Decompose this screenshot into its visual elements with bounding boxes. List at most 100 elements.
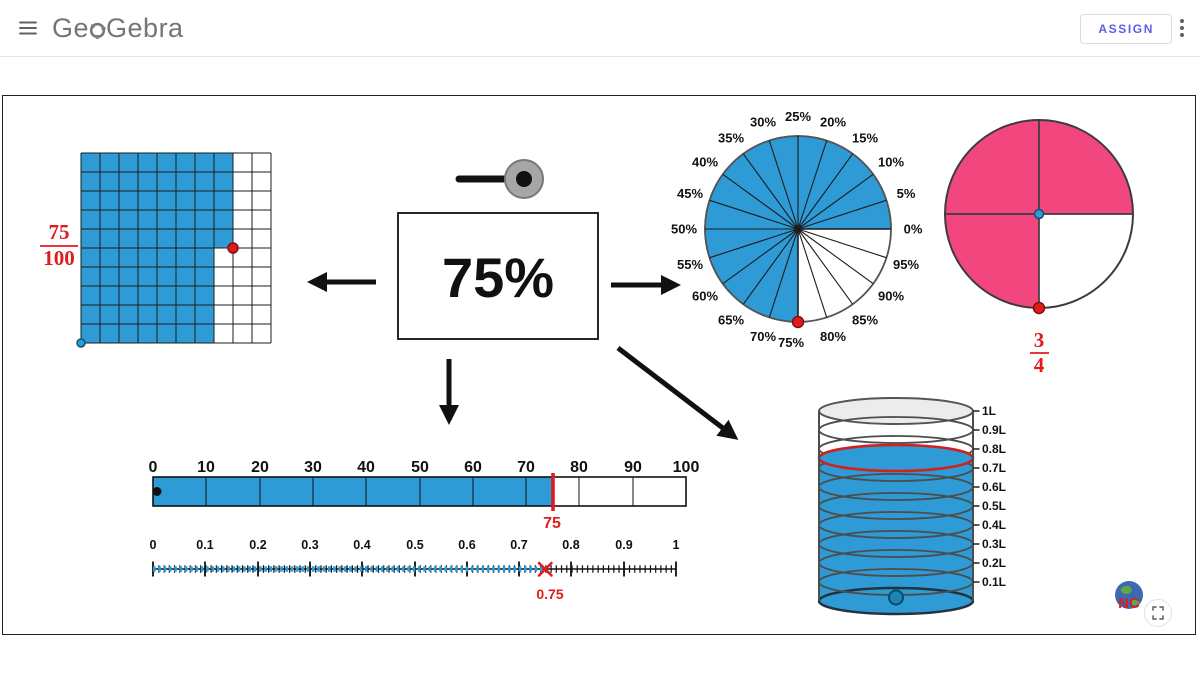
- pie-label: 65%: [718, 313, 744, 328]
- bar-tick-label: 20: [251, 459, 269, 476]
- circle-fraction-denominator: 4: [1034, 353, 1045, 377]
- geogebra-logo: Ge Gebra: [52, 13, 184, 44]
- decimal-tick-label: 0.4: [353, 538, 370, 552]
- bar-tick-label: 70: [517, 459, 535, 476]
- pie-label: 90%: [878, 289, 904, 304]
- percent-value: 75%: [442, 246, 554, 309]
- decimal-tick-label: 0.8: [562, 538, 579, 552]
- pie-label: 55%: [677, 257, 703, 272]
- pie-label: 15%: [852, 131, 878, 146]
- bar-tick-label: 50: [411, 459, 429, 476]
- pie-label: 70%: [750, 329, 776, 344]
- cylinder-scale-label: 0.8L: [982, 442, 1006, 456]
- fullscreen-button-bg[interactable]: [1144, 599, 1172, 627]
- cylinder-scale-ticks: [973, 410, 980, 583]
- cylinder-scale-label: 0.6L: [982, 480, 1006, 494]
- bar-tick-label: 60: [464, 459, 482, 476]
- assign-button-label: ASSIGN: [1098, 22, 1154, 36]
- globe-land: [1120, 585, 1132, 594]
- pie-label: 25%: [785, 109, 811, 124]
- arrows: [307, 272, 739, 440]
- cylinder-scale-label: 1L: [982, 404, 996, 418]
- decimal-marker-x[interactable]: [537, 561, 553, 577]
- cylinder-scale-label: 0.1L: [982, 575, 1006, 589]
- pie-label: 60%: [692, 289, 718, 304]
- kebab-menu-icon[interactable]: [1170, 16, 1194, 40]
- hamburger-menu-icon[interactable]: [10, 10, 46, 46]
- cylinder-liquid-body: [819, 458, 973, 601]
- app-header: Ge Gebra ASSIGN: [0, 0, 1200, 57]
- cylinder-scale-label: 0.2L: [982, 556, 1006, 570]
- hamburger-glyph: [19, 21, 37, 35]
- grid-lines: [80, 152, 272, 344]
- applet-canvas: 75 100 75%: [2, 95, 1196, 635]
- decimal-tick-label: 0: [150, 538, 157, 552]
- pie-label: 95%: [893, 257, 919, 272]
- percent-bar: 0 10 20 30 40 50 60 70 80 90 100 75: [149, 459, 700, 532]
- slider-handle-dot[interactable]: [516, 171, 532, 187]
- grid-drag-point[interactable]: [227, 242, 239, 254]
- pie-label: 30%: [750, 115, 776, 130]
- decimal-tick-label: 0.1: [196, 538, 213, 552]
- pie-label: 80%: [820, 329, 846, 344]
- geogebra-o-icon: [88, 21, 107, 40]
- pie-label: 75%: [778, 335, 804, 350]
- globe-land: [1129, 597, 1140, 606]
- cylinder-drain-point[interactable]: [888, 589, 904, 606]
- bar-filled-region: [153, 477, 553, 506]
- cylinder-scale-label: 0.9L: [982, 423, 1006, 437]
- liquid-surface[interactable]: [817, 443, 975, 473]
- decimal-tick-label: 0.7: [510, 538, 527, 552]
- nc-watermark-text: NC: [1118, 595, 1140, 612]
- pie-label: 85%: [852, 313, 878, 328]
- measuring-cylinder: 1L 0.9L 0.8L 0.7L 0.6L 0.5L 0.4L 0.3L 0.…: [817, 397, 1006, 616]
- grid-fraction-label: 75 100: [40, 220, 78, 270]
- fullscreen-button[interactable]: [1144, 599, 1172, 627]
- bar-tick-label: 80: [570, 459, 588, 476]
- pie-label: 10%: [878, 155, 904, 170]
- bar-tick-label: 10: [197, 459, 215, 476]
- pie-label: 5%: [897, 186, 916, 201]
- bar-divisions: [205, 477, 634, 506]
- cylinder-scale-label: 0.3L: [982, 537, 1006, 551]
- fullscreen-icon: [1152, 606, 1164, 620]
- bar-tick-label: 0: [149, 459, 158, 476]
- cylinder-scale-label: 0.7L: [982, 461, 1006, 475]
- arrow-diagonal: [616, 346, 739, 440]
- pie-label: 20%: [820, 115, 846, 130]
- pie-label: 40%: [692, 155, 718, 170]
- pie-label: 35%: [718, 131, 744, 146]
- nc-watermark: NC: [1115, 581, 1143, 612]
- bar-start-point[interactable]: [152, 487, 162, 496]
- grid-origin-point[interactable]: [76, 338, 86, 348]
- logo-text-right: Gebra: [106, 12, 184, 43]
- circle-drag-point[interactable]: [1032, 301, 1046, 315]
- bar-tick-label: 90: [624, 459, 642, 476]
- applet-drawing: 75 100 75%: [40, 109, 1172, 627]
- bar-marker-label: 75: [543, 515, 561, 532]
- decimal-tick-label: 0.6: [458, 538, 475, 552]
- pie-label: 0%: [904, 222, 923, 237]
- pie-label: 45%: [677, 186, 703, 201]
- grid-fraction-denominator: 100: [43, 246, 75, 270]
- hundred-grid: [76, 152, 272, 348]
- bar-tick-label: 100: [673, 459, 700, 476]
- percent-pie: 0% 5% 10% 15% 20% 25% 30% 35% 40% 45% 50…: [671, 109, 923, 350]
- decimal-tick-label: 0.2: [249, 538, 266, 552]
- percent-slider: [455, 159, 544, 199]
- decimal-tick-label: 0.5: [406, 538, 423, 552]
- decimal-tick-label: 0.9: [615, 538, 632, 552]
- circle-center-point[interactable]: [1033, 208, 1045, 220]
- cylinder-scale-label: 0.5L: [982, 499, 1006, 513]
- percent-box: 75%: [397, 212, 599, 340]
- pie-drag-point[interactable]: [791, 315, 805, 329]
- assign-button[interactable]: ASSIGN: [1080, 14, 1172, 44]
- decimal-marker-label: 0.75: [536, 586, 563, 602]
- decimal-number-line: 0 0.1 0.2 0.3 0.4 0.5 0.6 0.7 0.8 0.9 1 …: [150, 538, 680, 602]
- circle-fraction-numerator: 3: [1034, 328, 1045, 352]
- decimal-tick-label: 0.3: [301, 538, 318, 552]
- pie-label: 50%: [671, 222, 697, 237]
- bar-tick-label: 40: [357, 459, 375, 476]
- logo-text-left: Ge: [52, 12, 90, 43]
- grid-fraction-numerator: 75: [49, 220, 70, 244]
